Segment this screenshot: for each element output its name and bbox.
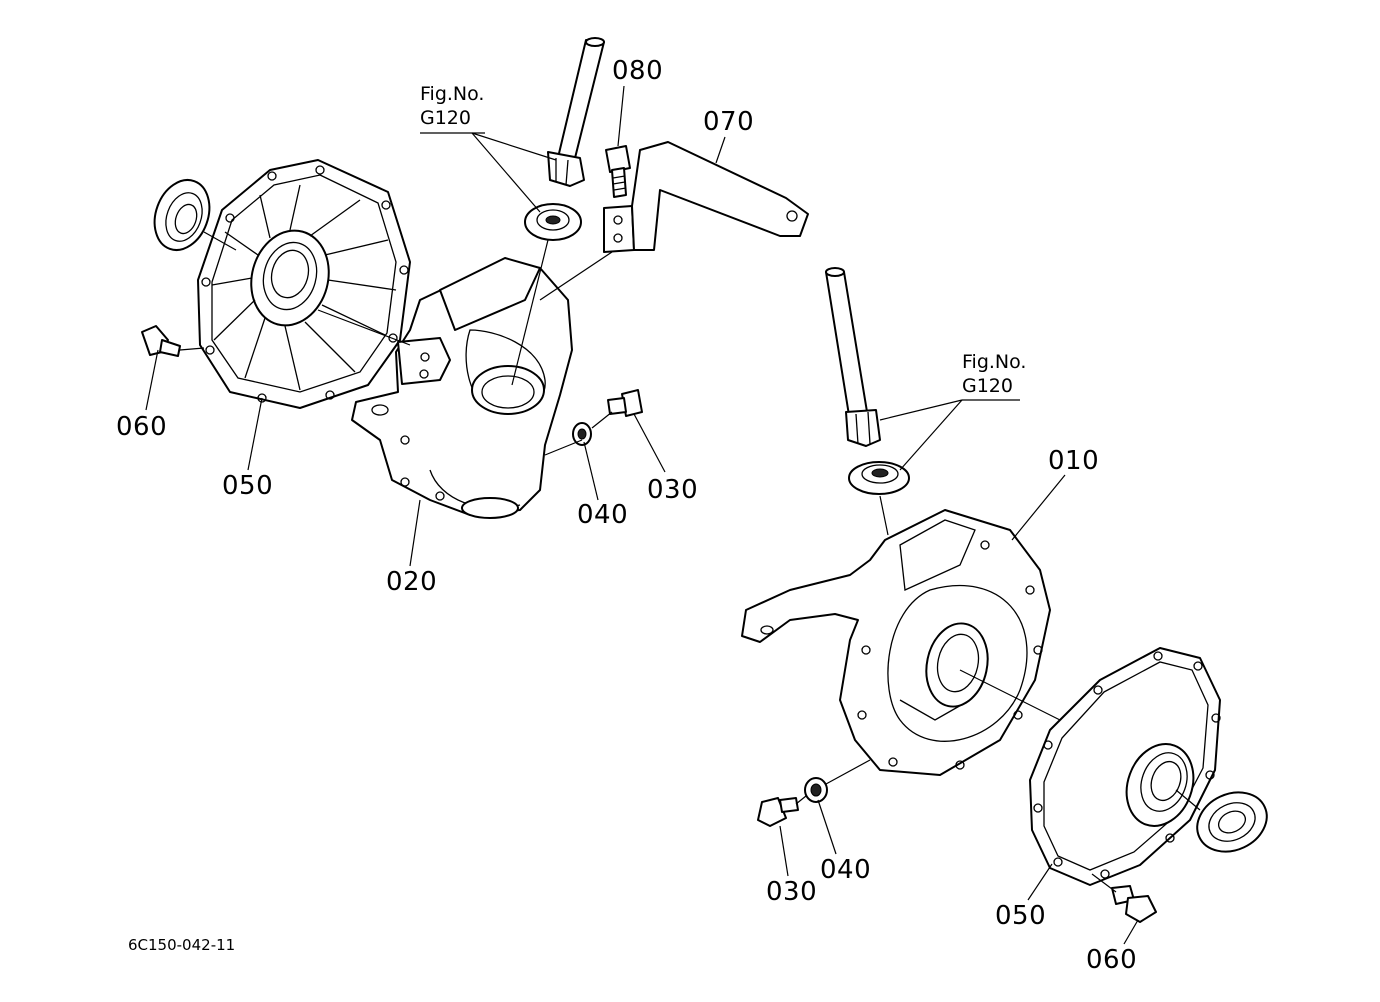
drawing-code: 6C150-042-11 xyxy=(128,936,236,954)
bearing-right xyxy=(848,461,910,495)
shaft-left xyxy=(547,37,605,187)
bracket-070 xyxy=(603,141,809,253)
label-060-right: 060 xyxy=(1086,945,1138,975)
label-030-right: 030 xyxy=(766,877,818,907)
label-060-left: 060 xyxy=(116,412,168,442)
fig-ref-left-line2: G120 xyxy=(420,107,471,129)
bolt-right-030 xyxy=(757,797,799,827)
label-020: 020 xyxy=(386,567,438,597)
fig-ref-left: Fig.No. G120 xyxy=(420,82,484,130)
bolt-left-030 xyxy=(607,389,643,417)
label-040-left: 040 xyxy=(577,500,629,530)
label-050-right: 050 xyxy=(995,901,1047,931)
bearing-left xyxy=(524,203,582,241)
label-070: 070 xyxy=(703,107,755,137)
fig-ref-right-line1: Fig.No. xyxy=(962,351,1027,373)
fig-ref-right-line2: G120 xyxy=(962,375,1013,397)
plug-left-060 xyxy=(141,325,181,357)
bolt-080 xyxy=(605,145,631,198)
label-010: 010 xyxy=(1048,446,1100,476)
cover-right-050 xyxy=(1029,647,1221,886)
label-030-left: 030 xyxy=(647,475,699,505)
label-050-left: 050 xyxy=(222,471,274,501)
oil-seal-right xyxy=(1196,791,1268,853)
washer-left-040 xyxy=(572,422,592,446)
fig-ref-left-line1: Fig.No. xyxy=(420,83,485,105)
leader-lines xyxy=(145,85,1201,945)
oil-seal-left xyxy=(153,179,211,251)
label-080: 080 xyxy=(612,56,664,86)
housing-right-010 xyxy=(741,509,1051,776)
plug-right-060 xyxy=(1111,885,1157,923)
label-040-right: 040 xyxy=(820,855,872,885)
washer-right-040 xyxy=(804,777,828,803)
housing-left-020 xyxy=(351,257,573,519)
fig-ref-right: Fig.No. G120 xyxy=(962,350,1026,398)
shaft-right xyxy=(825,267,881,447)
cover-left-050 xyxy=(197,159,411,409)
